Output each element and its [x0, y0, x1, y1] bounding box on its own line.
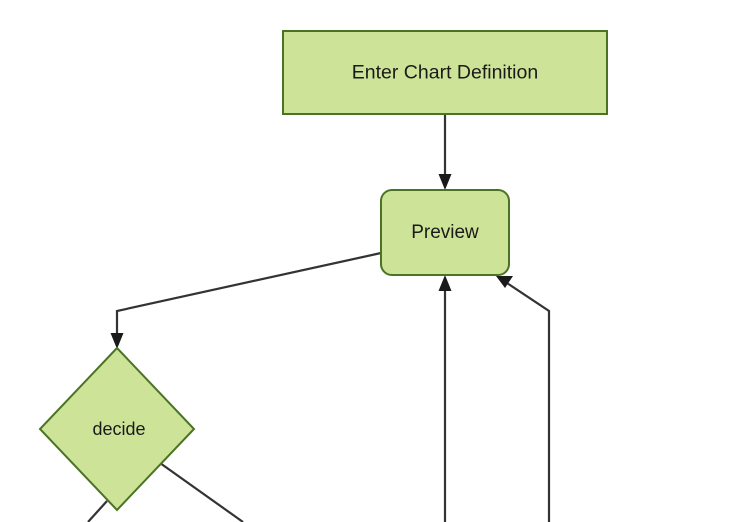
node-preview-shape[interactable]	[380, 189, 510, 276]
node-decide-shape[interactable]	[38, 346, 196, 512]
edge-enter-to-preview	[438, 114, 452, 190]
edge-bottom-right-to-preview-arrowhead	[496, 276, 513, 288]
edge-enter-to-preview-arrowhead	[438, 174, 452, 190]
node-decide-label: decide	[92, 419, 145, 439]
edge-decide-out-right-line	[159, 462, 244, 522]
edge-bottom-center-to-preview-arrowhead	[438, 275, 452, 291]
node-enter-chart-definition-shape[interactable]	[282, 30, 608, 115]
edge-bottom-center-to-preview	[438, 275, 452, 522]
edge-preview-to-decide-line	[115, 251, 382, 337]
edge-preview-to-decide	[110, 251, 382, 349]
node-preview[interactable]: Preview	[380, 189, 510, 276]
edge-preview-to-decide-arrowhead	[110, 333, 124, 349]
node-enter-chart-definition-label: Enter Chart Definition	[352, 62, 538, 84]
edge-decide-out-right	[159, 462, 244, 522]
edge-bottom-right-to-preview	[496, 276, 551, 522]
node-preview-label: Preview	[411, 222, 479, 243]
edge-decide-out-left	[87, 500, 108, 522]
edge-bottom-right-to-preview-line	[506, 282, 551, 522]
node-enter-chart-definition[interactable]: Enter Chart Definition	[282, 30, 608, 115]
node-decide[interactable]: decide	[38, 346, 196, 512]
edge-decide-out-left-line	[87, 500, 108, 522]
